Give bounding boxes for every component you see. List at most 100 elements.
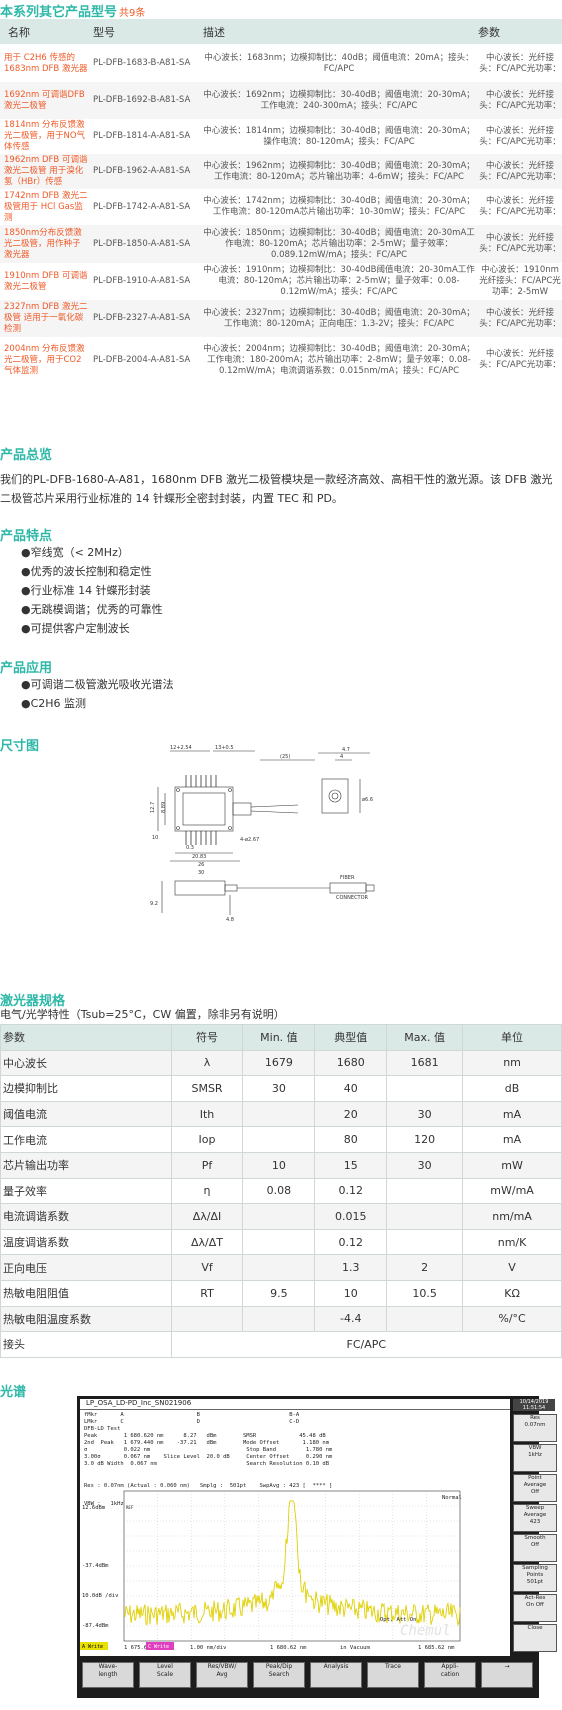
specs-cell bbox=[242, 1305, 316, 1333]
model-name-link[interactable]: 用于 C2H6 传感的 1683nm DFB 激光器 bbox=[4, 52, 88, 74]
dim-label: 0.3 bbox=[186, 845, 194, 851]
specs-cell: λ bbox=[170, 1049, 244, 1077]
overview-title: 产品总览 bbox=[0, 448, 53, 463]
osa-window-title: LP_OSA_LD-PD_Inc_SN021906 bbox=[86, 1399, 192, 1407]
specs-cell: -4.4 bbox=[314, 1305, 388, 1333]
osa-info-row: σ 0.022 nm Stop Band 1.780 nm bbox=[84, 1447, 333, 1453]
model-params-cell: 中心波长：光纤接头：FC/APC光功率： bbox=[478, 119, 562, 154]
model-description: 中心波长：1850nm；边模抑制比：30-40dB；阈值电流：20-30mA工作… bbox=[203, 227, 475, 260]
specs-header-cell: Max. 值 bbox=[386, 1024, 464, 1051]
dim-label: 20.83 bbox=[192, 854, 206, 860]
osa-softkey-button[interactable]: Smooth Off bbox=[513, 1534, 557, 1562]
model-name-link[interactable]: 1962nm DFB 可调谐激光二极管 用于溴化氢（HBr）传感 bbox=[4, 155, 88, 187]
model-description-cell: 中心波长：1742nm；边模抑制比：30-40dB；阈值电流：20-30mA；工… bbox=[203, 189, 475, 225]
osa-softkey-button[interactable]: Sampling Points 501pt bbox=[513, 1564, 557, 1592]
model-name-link[interactable]: 1910nm DFB 可调谐激光二极管 bbox=[4, 270, 88, 292]
osa-softkey-button[interactable]: Sweep Average 423 bbox=[513, 1504, 557, 1532]
osa-info-row: 2nd Peak 1 679.440 nm -37.21 dBm Mode Of… bbox=[84, 1440, 330, 1446]
specs-cell: 温度调谐系数 bbox=[0, 1228, 172, 1256]
model-name-link[interactable]: 2327nm DFB 激光二极管 适用于一氧化碳检测 bbox=[4, 302, 88, 334]
dimension-drawing: 12+2.54 13+0.5 (25) 4.7 4 12.7 8.89 10 4… bbox=[150, 745, 375, 923]
dim-label: 4-ø2.67 bbox=[240, 837, 259, 843]
spectrum-title: 光谱 bbox=[0, 1385, 27, 1400]
features-title: 产品特点 bbox=[0, 529, 53, 544]
model-name-link[interactable]: 1850nm分布反馈激光二极管，用作种子激光器 bbox=[4, 227, 82, 260]
model-params-cell: 中心波长：光纤接头：FC/APC光功率： bbox=[478, 45, 562, 82]
dim-label: 8.89 bbox=[161, 802, 167, 813]
model-name-link-cell: 1742nm DFB 激光二极管用于 HCl Gas监测 bbox=[4, 189, 88, 225]
specs-cell: mA bbox=[462, 1100, 562, 1128]
osa-softkey-button[interactable]: Close bbox=[513, 1624, 557, 1652]
specs-cell: nm/mA bbox=[462, 1203, 562, 1230]
osa-datetime: 10/14/2019 11:51:54 bbox=[513, 1399, 555, 1411]
col-header-desc: 描述 bbox=[203, 26, 225, 39]
osa-info-row: 3.00σ 0.067 nm Slice Level 20.0 dB Cente… bbox=[84, 1454, 333, 1460]
dim-label: (25) bbox=[280, 754, 290, 760]
model-name-link[interactable]: 1814nm 分布反馈激光二极管，用于NO气体传感 bbox=[4, 120, 86, 152]
model-row[interactable]: 用于 C2H6 传感的 1683nm DFB 激光器 PL-DFB-1683-B-… bbox=[0, 45, 562, 82]
specs-cell: 0.015 bbox=[314, 1203, 388, 1230]
model-number: PL-DFB-1683-B-A81-SA bbox=[93, 58, 191, 68]
model-name-link[interactable]: 1742nm DFB 激光二极管用于 HCl Gas监测 bbox=[4, 190, 88, 223]
specs-cell: dB bbox=[462, 1075, 562, 1102]
model-description-cell: 中心波长：1962nm；边模抑制比：30-40dB；阈值电流：20-30mA；工… bbox=[203, 154, 475, 189]
osa-function-button[interactable]: Peak/Dip Search bbox=[253, 1662, 305, 1688]
model-name-link[interactable]: 1692nm 可调谐DFB激光二极管 bbox=[4, 89, 85, 111]
osa-function-button[interactable]: Analysis bbox=[310, 1662, 362, 1688]
model-number: PL-DFB-1962-A-A81-SA bbox=[93, 166, 191, 176]
osa-info-row: Peak 1 680.620 nm 8.27 dBm SMSR 45.48 dB bbox=[84, 1433, 326, 1439]
model-description-cell: 中心波长：1692nm；边模抑制比：30-40dB；阈值电流：20-30mA；工… bbox=[203, 82, 475, 119]
model-name-link[interactable]: 2004nm 分布反馈激光二极管，用于CO2气体监测 bbox=[4, 343, 85, 376]
specs-cell: 量子效率 bbox=[0, 1177, 172, 1205]
specs-cell: 中心波长 bbox=[0, 1049, 172, 1077]
osa-info-row: LMkr C D C-D bbox=[84, 1419, 300, 1425]
specs-cell bbox=[386, 1228, 464, 1256]
model-count: 共9条 bbox=[119, 8, 146, 19]
specs-cell bbox=[242, 1126, 316, 1153]
osa-function-button[interactable]: Wave- length bbox=[82, 1662, 134, 1688]
specs-cell: mW/mA bbox=[462, 1177, 562, 1205]
specs-cell bbox=[386, 1305, 464, 1333]
model-number: PL-DFB-2327-A-A81-SA bbox=[93, 313, 191, 323]
osa-function-button[interactable]: Trace bbox=[367, 1662, 419, 1688]
specs-cell: 9.5 bbox=[242, 1279, 316, 1307]
specs-cell bbox=[242, 1254, 316, 1281]
osa-function-button[interactable]: Appli- cation bbox=[424, 1662, 476, 1688]
specs-cell: 边模抑制比 bbox=[0, 1075, 172, 1102]
osa-trace-a: A Write bbox=[82, 1644, 103, 1650]
model-params: 中心波长：光纤接头：FC/APC光功率： bbox=[479, 196, 561, 217]
model-row[interactable]: 1962nm DFB 可调谐激光二极管 用于溴化氢（HBr）传感 PL-DFB-1… bbox=[0, 154, 562, 189]
col-header-model: 型号 bbox=[93, 26, 115, 39]
model-description: 中心波长：1742nm；边模抑制比：30-40dB；阈值电流：20-30mA；工… bbox=[203, 196, 475, 217]
model-description-cell: 中心波长：2004nm；边模抑制比：30-40dB；阈值电流：20-30mA；工… bbox=[203, 337, 475, 383]
osa-softkey-button[interactable]: Point Average Off bbox=[513, 1474, 557, 1502]
model-number: PL-DFB-1850-A-A81-SA bbox=[93, 238, 191, 249]
osa-function-button[interactable]: Res/VBW/ Avg bbox=[196, 1662, 248, 1688]
osa-function-button[interactable]: Level Scale bbox=[139, 1662, 191, 1688]
dim-label: 13+0.5 bbox=[215, 745, 234, 751]
model-row[interactable]: 1850nm分布反馈激光二极管，用作种子激光器 PL-DFB-1850-A-A81… bbox=[0, 225, 562, 263]
model-row[interactable]: 2327nm DFB 激光二极管 适用于一氧化碳检测 PL-DFB-2327-A-… bbox=[0, 300, 562, 337]
dim-label: 26 bbox=[198, 862, 204, 868]
specs-cell: Δλ/ΔI bbox=[170, 1203, 244, 1230]
model-params-cell: 中心波长：1910nm光纤接头：FC/APC光功率：2-5mW bbox=[478, 263, 562, 300]
specs-cell: 阈值电流 bbox=[0, 1100, 172, 1128]
osa-softkey-button[interactable]: VBW 1kHz bbox=[513, 1444, 557, 1472]
osa-function-button[interactable]: → bbox=[481, 1662, 533, 1688]
osa-softkey-button[interactable]: Act-Res On Off bbox=[513, 1594, 557, 1622]
osa-info-row: 3.0 dB Width 0.067 nm Search Resolution … bbox=[84, 1461, 330, 1467]
osa-softkey-button[interactable]: Res 0.07nm bbox=[513, 1414, 557, 1442]
osa-info-row: fMkr A B B-A bbox=[84, 1412, 300, 1418]
